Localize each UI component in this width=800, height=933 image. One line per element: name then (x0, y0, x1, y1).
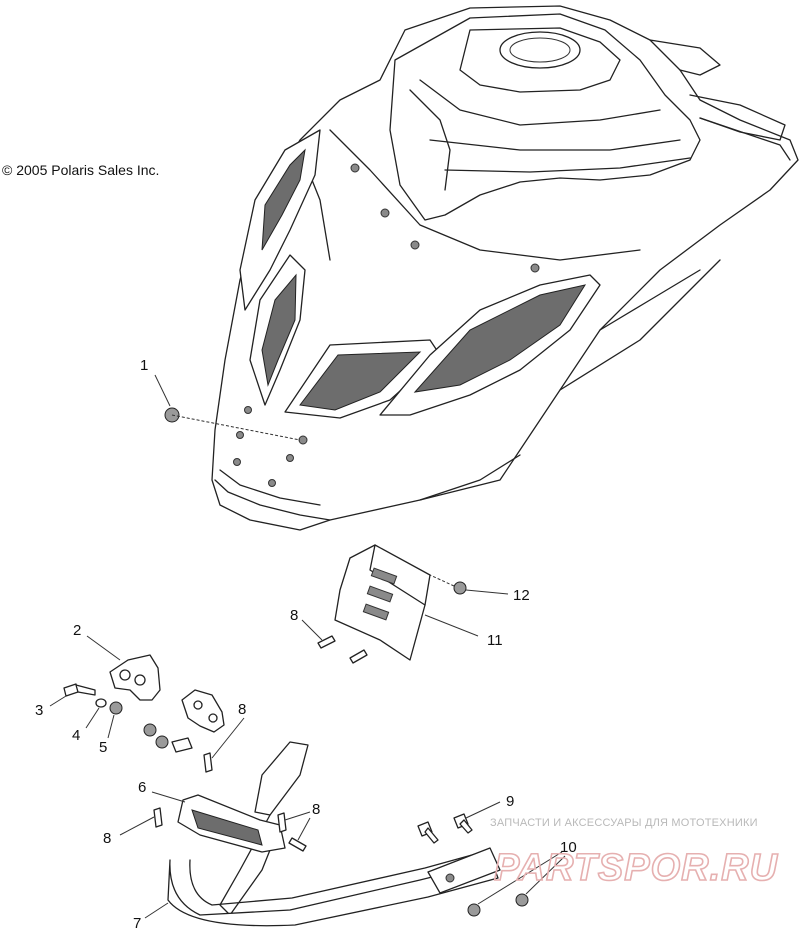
hood-mounting-holes (233, 163, 540, 487)
part-11-mount-bracket (334, 544, 479, 661)
callout-9: 9 (506, 793, 514, 810)
hood-assembly (211, 5, 799, 531)
part-9-bolts (417, 801, 501, 844)
callout-1: 1 (140, 357, 148, 374)
part-4-washer (85, 698, 107, 729)
copyright-notice: © 2005 Polaris Sales Inc. (2, 162, 160, 178)
part-8-bolts-mid (203, 717, 245, 773)
watermark-logo: PARTSPOR.RU (494, 847, 779, 889)
callout-2: 2 (73, 622, 81, 639)
part-5-nut-right (143, 723, 193, 753)
callout-8-upper: 8 (290, 607, 298, 624)
part-10-nuts (467, 851, 566, 917)
callout-6: 6 (138, 779, 146, 796)
callout-3: 3 (35, 702, 43, 719)
callout-8-lower: 8 (103, 830, 111, 847)
callout-5: 5 (99, 739, 107, 756)
watermark-tagline: ЗАПЧАСТИ И АКСЕССУАРЫ ДЛЯ МОТОТЕХНИКИ (490, 817, 758, 829)
part-8-bolts-lower (119, 807, 311, 852)
part-2-mount-plate-right (181, 689, 225, 733)
callout-10: 10 (560, 839, 577, 856)
part-1-push-nut (154, 374, 301, 441)
part-2-mount-plate (86, 635, 161, 701)
callout-8-right: 8 (312, 801, 320, 818)
callout-12: 12 (513, 587, 530, 604)
part-3-bolt (49, 683, 96, 707)
callout-8-mid: 8 (238, 701, 246, 718)
part-8-bolts-upper (301, 619, 368, 664)
part-5-nut (107, 701, 123, 739)
callout-7: 7 (133, 915, 141, 932)
watermark: ЗАПЧАСТИ И АКСЕССУАРЫ ДЛЯ МОТОТЕХНИКИ PA… (490, 817, 779, 890)
callout-11: 11 (487, 632, 503, 649)
part-12-nut (429, 574, 509, 595)
callout-4: 4 (72, 727, 80, 744)
part-7-bumper (144, 741, 501, 927)
part-6-clamp-bracket (151, 791, 286, 853)
